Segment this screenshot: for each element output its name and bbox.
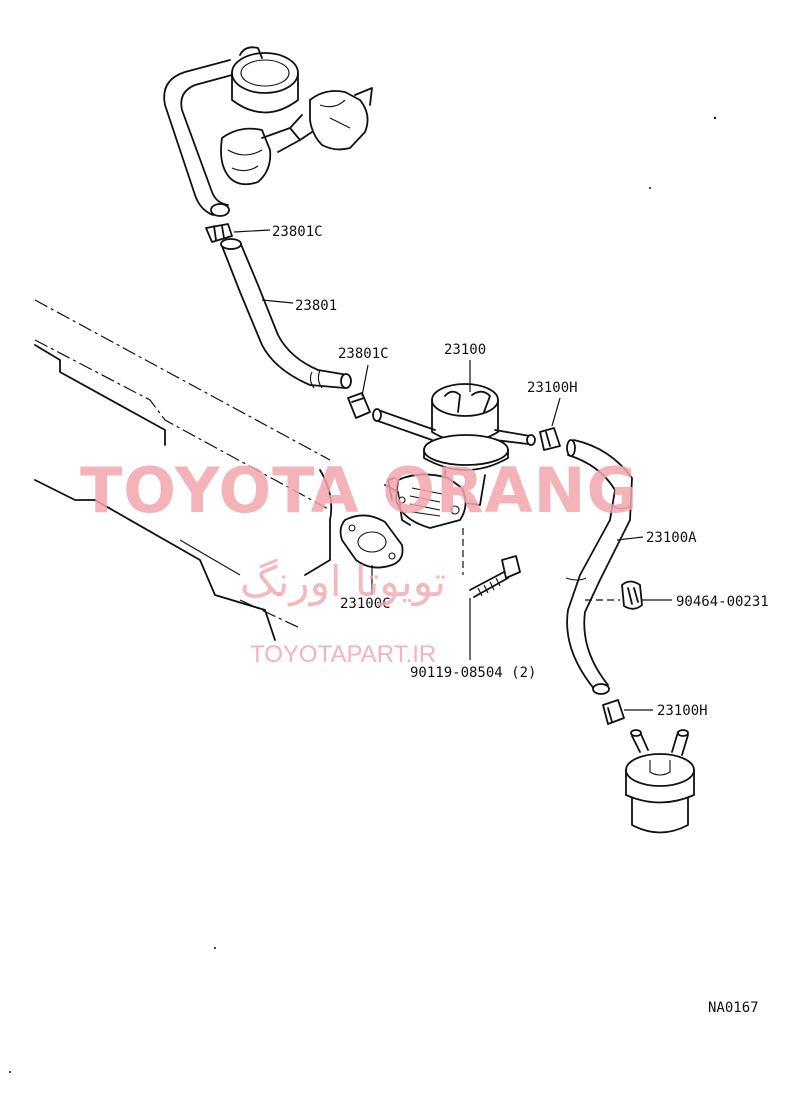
label-clip-right-bottom: 23100H — [657, 703, 708, 719]
clip-right-bottom — [602, 699, 653, 725]
gasket — [339, 514, 404, 595]
label-clip-right-top: 23100H — [527, 380, 578, 396]
label-bolt: 90119-08504 (2) — [410, 665, 536, 681]
label-hose-right: 23100A — [646, 530, 697, 546]
clip-mid — [347, 364, 371, 419]
watermark-brand: TOYOTA ORANG — [80, 454, 638, 527]
scan-dot — [214, 947, 216, 949]
label-clip-upper: 23801C — [272, 224, 323, 240]
clamp — [621, 580, 672, 610]
hose-right — [565, 439, 644, 695]
scan-dot — [713, 116, 717, 120]
label-gasket: 23100C — [340, 596, 391, 612]
clip-right-top — [539, 397, 561, 451]
clip-upper — [205, 223, 271, 243]
watermark-persian: تویوتا اورنگ — [240, 557, 446, 606]
label-hose-upper: 23801 — [295, 298, 337, 314]
label-clamp: 90464-00231 — [676, 594, 769, 610]
fuel-pump — [372, 360, 536, 575]
hose-upper — [220, 238, 352, 389]
scan-dot — [649, 187, 651, 189]
label-pump: 23100 — [444, 342, 486, 358]
watermark-url: TOYOTAPART.IR — [250, 641, 436, 668]
diagram-code: NA0167 — [708, 1000, 759, 1016]
bolt — [469, 555, 521, 660]
upper-valve-assembly — [163, 46, 373, 217]
label-clip-mid: 23801C — [338, 346, 389, 362]
fuel-filter — [625, 729, 695, 834]
engine-block — [34, 299, 333, 641]
scan-dot — [9, 1071, 11, 1073]
